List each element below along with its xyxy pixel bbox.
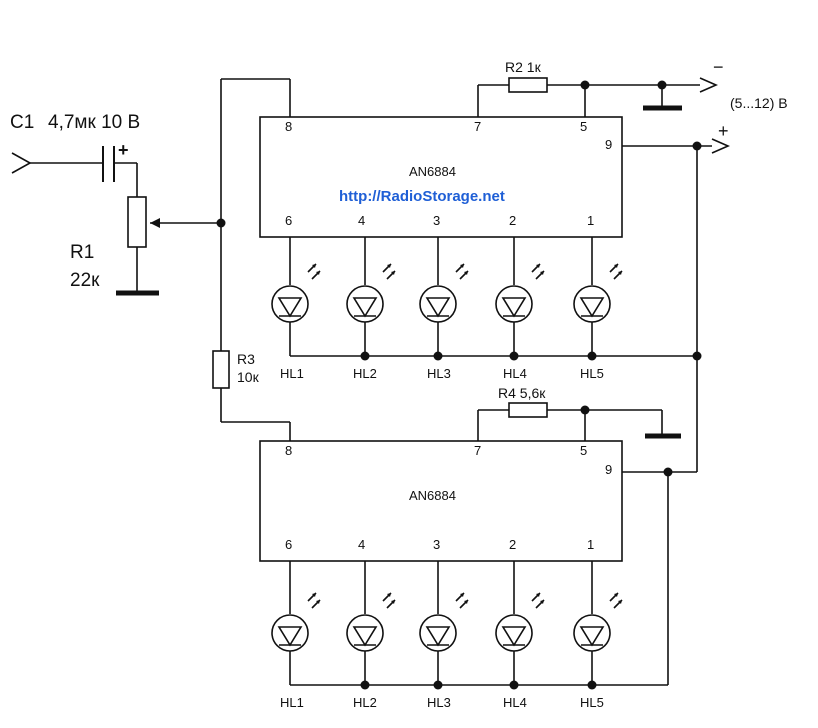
bottom-led-5 <box>573 561 623 685</box>
input-arrow-icon <box>11 152 32 174</box>
top-pin-1: 1 <box>587 213 594 228</box>
r1-value: 22к <box>70 270 100 291</box>
bottom-led-2 <box>346 561 396 685</box>
bottom-led-label-5: HL5 <box>580 695 604 710</box>
bottom-led-3 <box>419 561 469 685</box>
top-chip: 8 7 5 9 6 4 3 2 1 AN6884 http://RadioSto… <box>259 57 788 238</box>
plus-sign: + <box>718 121 729 141</box>
bottom-chip-body <box>259 440 623 562</box>
bottom-led-label-4: HL4 <box>503 695 527 710</box>
r3-resistor <box>212 350 230 389</box>
r2-label: R2 1к <box>505 59 542 75</box>
top-pin-7: 7 <box>474 119 481 134</box>
top-led-label-3: HL3 <box>427 366 451 381</box>
wiper-junction <box>216 218 226 228</box>
top-led-label-4: HL4 <box>503 366 527 381</box>
top-pin-8: 8 <box>285 119 292 134</box>
top-chip-body <box>259 116 623 238</box>
minus-terminal-arrow-icon <box>699 77 718 93</box>
top-led-label-2: HL2 <box>353 366 377 381</box>
top-led-row: HL1 HL2 HL3 HL4 HL5 <box>271 237 697 381</box>
bottom-led-4 <box>495 561 545 685</box>
r1-name: R1 <box>70 242 94 263</box>
c1-plus-sign: + <box>118 140 129 160</box>
r4-label: R4 5,6к <box>498 385 546 401</box>
bottom-led-label-1: HL1 <box>280 695 304 710</box>
watermark-url: http://RadioStorage.net <box>339 188 505 205</box>
r1-potentiometer <box>127 196 147 248</box>
r3-value: 10к <box>237 369 260 385</box>
bottom-led-label-2: HL2 <box>353 695 377 710</box>
bottom-pin-3: 3 <box>433 537 440 552</box>
top-pin-5: 5 <box>580 119 587 134</box>
top-led-label-1: HL1 <box>280 366 304 381</box>
supply-range: (5...12) В <box>730 95 788 111</box>
top-led-3 <box>419 237 469 356</box>
bottom-pin-8: 8 <box>285 443 292 458</box>
bottom-pin-4: 4 <box>358 537 365 552</box>
plus-terminal-arrow-icon <box>711 138 730 154</box>
left-bus: R3 10к <box>212 78 291 441</box>
right-bus <box>668 146 702 473</box>
top-led-label-5: HL5 <box>580 366 604 381</box>
top-pin-9: 9 <box>605 137 612 152</box>
r2-resistor <box>508 77 548 93</box>
top-led-5 <box>573 237 623 356</box>
top-pin-3: 3 <box>433 213 440 228</box>
c1-name: C1 <box>10 112 34 133</box>
bottom-led-row: HL1 HL2 HL3 HL4 HL5 <box>271 561 668 710</box>
top-pin-4: 4 <box>358 213 365 228</box>
c1-value: 4,7мк 10 В <box>48 112 140 133</box>
wiper-arrow-icon <box>150 218 160 228</box>
top-pin-2: 2 <box>509 213 516 228</box>
top-led-1 <box>271 237 321 356</box>
input-section: + C1 4,7мк 10 В R1 22к <box>10 112 221 296</box>
r4-resistor <box>508 402 548 418</box>
bottom-pin-5: 5 <box>580 443 587 458</box>
bottom-pin-6: 6 <box>285 537 292 552</box>
bottom-chip: 8 7 5 9 6 4 3 2 1 AN6884 R4 5,6к <box>259 385 681 685</box>
minus-sign: − <box>713 57 724 77</box>
top-led-4 <box>495 237 545 356</box>
bottom-chip-name: AN6884 <box>409 488 456 503</box>
r3-name: R3 <box>237 351 255 367</box>
top-pin-6: 6 <box>285 213 292 228</box>
bottom-led-1 <box>271 561 321 685</box>
bottom-pin-1: 1 <box>587 537 594 552</box>
bottom-pin-7: 7 <box>474 443 481 458</box>
bottom-led-label-3: HL3 <box>427 695 451 710</box>
top-led-2 <box>346 237 396 356</box>
bottom-pin-9: 9 <box>605 462 612 477</box>
top-chip-name: AN6884 <box>409 164 456 179</box>
bottom-pin-2: 2 <box>509 537 516 552</box>
